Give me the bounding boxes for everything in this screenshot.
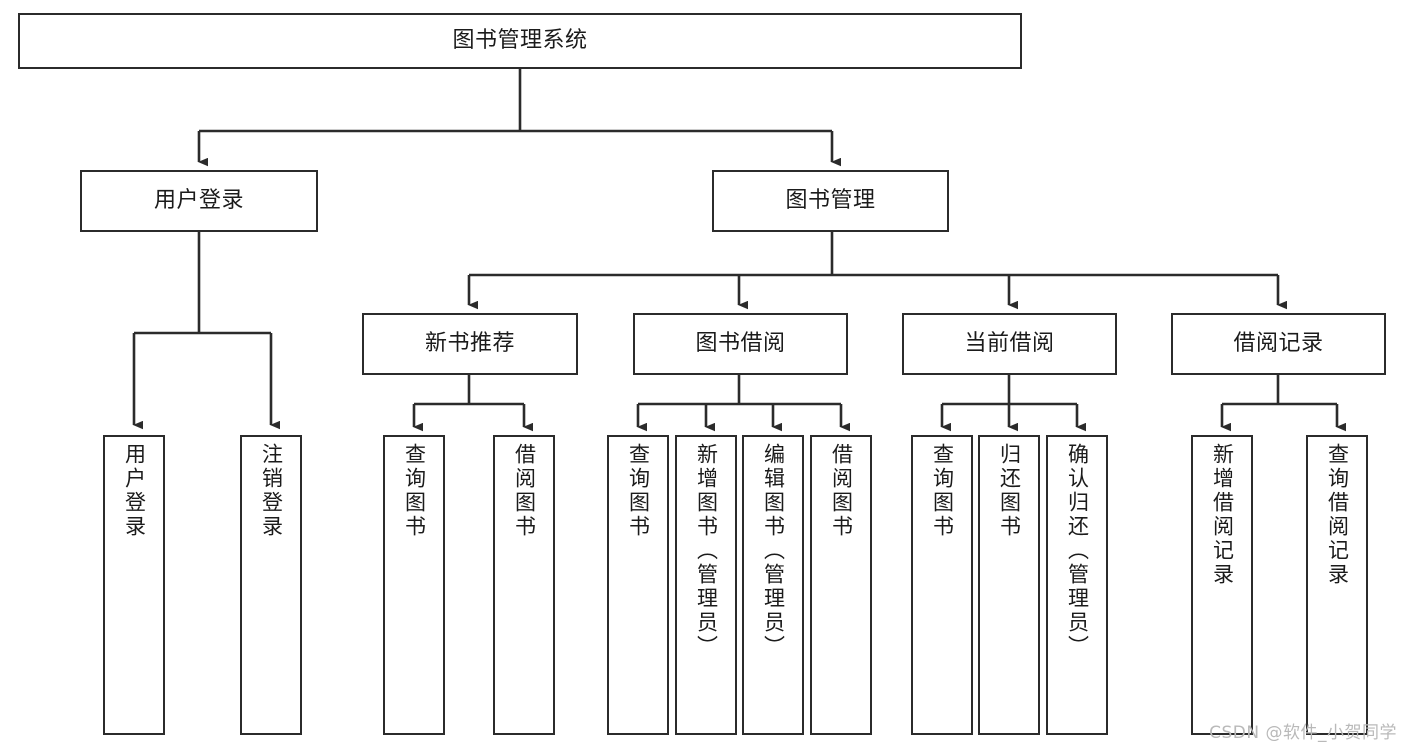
node-book-borrow[interactable]: 图书借阅 (633, 313, 848, 375)
edges-userlogin-to-leaves (132, 232, 280, 430)
node-root[interactable]: 图书管理系统 (18, 13, 1022, 69)
node-leaf-add-record[interactable]: 新增借阅记录 (1191, 435, 1253, 735)
node-leaf-confirm-return[interactable]: 确认归还（管理员） (1046, 435, 1108, 735)
edges-currentborrow-to-leaves (940, 375, 1086, 432)
edges-bookmanage-to-level3 (467, 232, 1287, 310)
node-leaf-borrow-book-2[interactable]: 借阅图书 (810, 435, 872, 735)
node-new-book-recommend-label: 新书推荐 (424, 330, 515, 356)
node-leaf-add-book[interactable]: 新增图书（管理员） (675, 435, 737, 735)
edges-newbook-to-leaves (412, 375, 533, 432)
node-leaf-edit-book[interactable]: 编辑图书（管理员） (742, 435, 804, 735)
node-leaf-query-book-2-label: 查询图书 (626, 443, 651, 539)
edges-borrowrecord-to-leaves (1220, 375, 1346, 432)
node-borrow-record[interactable]: 借阅记录 (1171, 313, 1386, 375)
edges-bookborrow-to-leaves (636, 375, 850, 432)
node-new-book-recommend[interactable]: 新书推荐 (362, 313, 578, 375)
node-leaf-borrow-book-2-label: 借阅图书 (829, 443, 854, 539)
node-current-borrow-label: 当前借阅 (964, 330, 1055, 356)
csdn-watermark: CSDN @软件_小贺同学 (1209, 723, 1397, 743)
node-leaf-query-record[interactable]: 查询借阅记录 (1306, 435, 1368, 735)
node-leaf-edit-book-label: 编辑图书（管理员） (761, 443, 786, 659)
node-user-login[interactable]: 用户登录 (80, 170, 318, 232)
node-leaf-query-book-2[interactable]: 查询图书 (607, 435, 669, 735)
edges-root-to-level2 (197, 69, 841, 167)
node-leaf-logout-label: 注销登录 (259, 443, 284, 539)
node-book-borrow-label: 图书借阅 (695, 330, 786, 356)
node-leaf-return-book-label: 归还图书 (997, 443, 1022, 539)
node-leaf-return-book[interactable]: 归还图书 (978, 435, 1040, 735)
node-leaf-borrow-book-1-label: 借阅图书 (512, 443, 537, 539)
node-borrow-record-label: 借阅记录 (1233, 330, 1324, 356)
node-book-manage-label: 图书管理 (785, 187, 876, 213)
node-leaf-add-book-label: 新增图书（管理员） (694, 443, 719, 659)
node-leaf-query-book-3-label: 查询图书 (930, 443, 955, 539)
node-user-login-label: 用户登录 (153, 187, 244, 213)
node-leaf-query-book-1[interactable]: 查询图书 (383, 435, 445, 735)
node-leaf-query-record-label: 查询借阅记录 (1325, 443, 1350, 587)
node-current-borrow[interactable]: 当前借阅 (902, 313, 1117, 375)
node-leaf-user-login[interactable]: 用户登录 (103, 435, 165, 735)
node-leaf-logout[interactable]: 注销登录 (240, 435, 302, 735)
node-leaf-user-login-label: 用户登录 (122, 443, 147, 539)
node-leaf-query-book-1-label: 查询图书 (402, 443, 427, 539)
node-root-label: 图书管理系统 (452, 27, 588, 53)
node-book-manage[interactable]: 图书管理 (712, 170, 949, 232)
node-leaf-query-book-3[interactable]: 查询图书 (911, 435, 973, 735)
node-leaf-add-record-label: 新增借阅记录 (1210, 443, 1235, 587)
node-leaf-confirm-return-label: 确认归还（管理员） (1065, 443, 1090, 659)
node-leaf-borrow-book-1[interactable]: 借阅图书 (493, 435, 555, 735)
